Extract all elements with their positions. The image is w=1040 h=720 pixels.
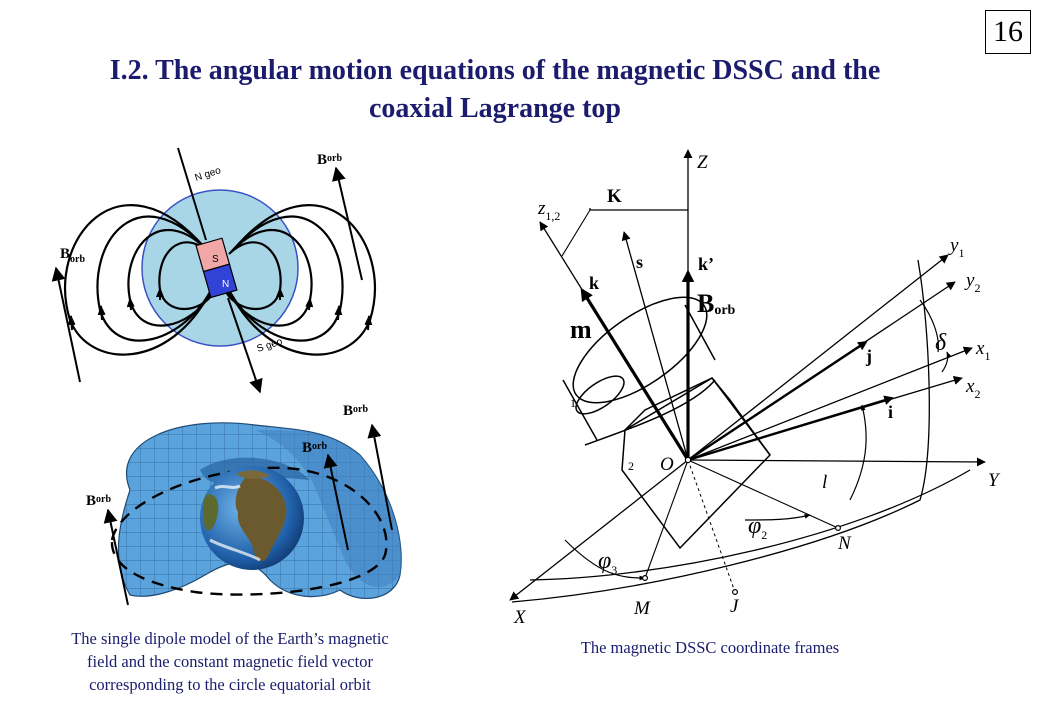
label-m: m: [570, 315, 592, 344]
geo-axis-bottom: [227, 297, 263, 394]
label-x2: x2: [965, 376, 980, 401]
label-x1: x1: [975, 338, 990, 363]
projection-line-M: [644, 459, 689, 579]
torus-shadow: [255, 430, 402, 587]
label-l: l: [822, 472, 827, 493]
geo-axis-top: [177, 147, 207, 241]
continent-africa: [235, 477, 287, 562]
continent-americas: [202, 494, 219, 531]
title-line-1: I.2. The angular motion equations of the…: [109, 55, 881, 86]
axis-Y: [687, 457, 986, 467]
label-k: k: [589, 273, 599, 293]
b-orb-right-vector: [332, 166, 363, 281]
vector-K-link: [561, 209, 591, 257]
label-N: N: [837, 533, 852, 554]
label-phi2: φ2: [748, 513, 767, 542]
label-Z: Z: [697, 152, 708, 173]
arc-upper: [919, 299, 940, 353]
dipole-figure: S N N geo S geo Borb Borb: [51, 147, 376, 394]
magnet-n-label: N: [222, 279, 229, 290]
label-y1: y1: [948, 235, 964, 260]
label-Y: Y: [988, 470, 1001, 491]
body-1-cylinder: [562, 296, 716, 446]
axis-X: [509, 459, 689, 601]
cloud-swirl: [209, 484, 261, 562]
arc-delta: [941, 351, 952, 373]
point-O: [684, 456, 692, 464]
equatorial-orbit: [110, 466, 388, 596]
torus-b-orb-right-label: Borb: [343, 403, 368, 419]
torus-figure: Borb Borb Borb: [86, 403, 402, 606]
caption-coordinate-frames: The magnetic DSSC coordinate frames: [580, 638, 840, 657]
torus-b-orb-mid-vector: [323, 453, 349, 551]
torus-b-orb-right-vector: [367, 423, 393, 531]
s-geo-label: S geo: [256, 336, 285, 355]
slide-number: 16: [985, 10, 1031, 54]
title-line-2: coaxial Lagrange top: [369, 93, 621, 124]
label-y2: y2: [964, 270, 980, 295]
magnet-s-label: S: [212, 254, 219, 265]
caption-left-line-2: field and the constant magnetic field ve…: [87, 652, 373, 671]
label-i: i: [888, 402, 893, 422]
frame-labels: Z z1,2 K k s k’ Borb m y1 y2 x1 x2 δ j i…: [513, 152, 1001, 628]
b-orb-left-label: Borb: [60, 246, 85, 265]
label-j: j: [865, 346, 872, 366]
label-O: O: [660, 454, 674, 475]
label-X: X: [513, 607, 527, 628]
body-2-box: [621, 377, 771, 550]
caption-left-line-1: The single dipole model of the Earth’s m…: [71, 629, 389, 648]
label-J: J: [730, 596, 740, 617]
label-delta: δ: [935, 330, 947, 356]
field-lines: [64, 204, 376, 356]
n-geo-label: N geo: [194, 165, 223, 184]
axis-y1: [687, 254, 949, 461]
projection-line-N: [687, 459, 839, 529]
caption-left-line-3: corresponding to the circle equatorial o…: [89, 675, 371, 694]
arc-phi3: [564, 539, 646, 581]
label-z12: z1,2: [537, 198, 560, 223]
label-B-orb: Borb: [697, 289, 736, 318]
great-circle-1: [511, 259, 930, 603]
label-body-1: 1: [570, 396, 576, 410]
magnet-n-pole: [202, 263, 238, 299]
label-M: M: [633, 598, 651, 619]
point-N: [834, 524, 841, 531]
axis-x1: [687, 346, 973, 461]
vector-s: [621, 231, 689, 461]
coordinate-frames-figure: [509, 149, 986, 603]
slide-title: I.2. The angular motion equations of the…: [30, 52, 960, 128]
torus-b-orb-left-vector: [103, 508, 129, 606]
label-K: K: [607, 186, 622, 207]
continent-europe: [236, 470, 270, 479]
label-k-prime: k’: [698, 254, 714, 274]
vector-i: [687, 395, 894, 462]
label-body-2: 2: [628, 459, 634, 473]
torus-b-orb-left-label: Borb: [86, 493, 111, 509]
field-arrows: [67, 287, 373, 331]
arc-l: [849, 404, 867, 501]
point-J: [731, 588, 738, 595]
torus-b-orb-mid-label: Borb: [302, 440, 327, 456]
projection-line-J: [687, 459, 736, 593]
vector-m: [580, 287, 690, 461]
point-M: [641, 574, 648, 581]
vector-j: [687, 340, 868, 462]
label-phi3: φ3: [598, 548, 617, 577]
great-circle-2: [529, 469, 971, 581]
label-s: s: [636, 252, 643, 272]
arc-phi2: [744, 513, 811, 521]
b-orb-right-label: Borb: [317, 152, 342, 168]
caption-dipole-model: The single dipole model of the Earth’s m…: [15, 627, 445, 696]
b-orb-left-vector: [51, 266, 81, 383]
